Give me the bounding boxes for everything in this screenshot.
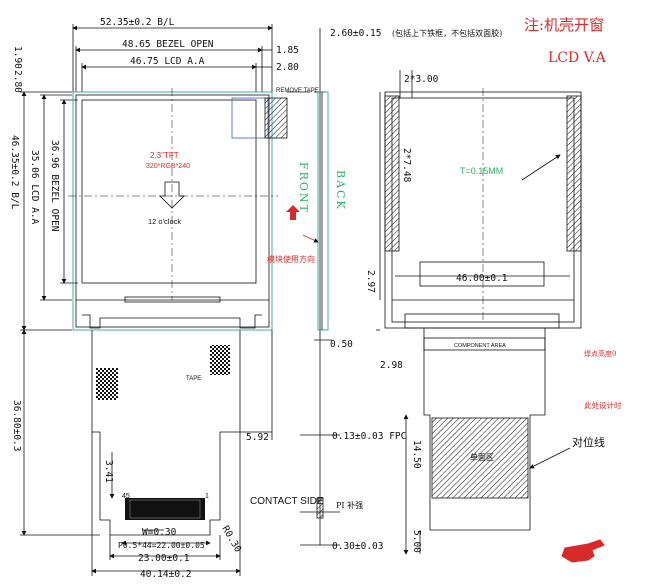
label-contact-side: CONTACT SIDE (250, 496, 324, 507)
label-component-area: COMPONENT AREA (454, 343, 506, 349)
label-tape: TAPE (186, 376, 201, 382)
label-tft: 2.3"TFT (150, 151, 179, 160)
dim-bezel-open-w: 48.65 BEZEL OPEN (122, 39, 214, 50)
note-3: 焊点高度0 (584, 349, 616, 358)
dim-back-297: 2.97 (365, 270, 376, 293)
label-oclock: 12 o'clock (148, 217, 181, 226)
back-view (376, 70, 582, 555)
dim-190-left: 1.90 (12, 46, 23, 69)
label-t-mm: T=0.15MM (460, 166, 503, 176)
dim-w030: W=0.30 (142, 527, 177, 538)
dim-4014: 40.14±0.2 (140, 569, 191, 580)
dim-030b: 0.30±0.03 (332, 541, 383, 552)
dim-back-1450: 14.50 (411, 440, 422, 469)
dim-lcd-aa-h: 35.06 LCD A.A (29, 150, 40, 225)
dim-185: 1.85 (276, 45, 299, 56)
dim-pitch: P0.5*44=22.00±0.05 (118, 541, 205, 550)
label-align-line: 对位线 (572, 435, 605, 449)
note-2: LCD V.A (548, 50, 607, 66)
label-single-area: 单面区 (470, 452, 494, 462)
label-pi: PI 补强 (336, 500, 363, 510)
side-view (286, 28, 340, 546)
dim-back-4600: 46.00±0.1 (456, 273, 508, 284)
pin-45: 45 (122, 493, 130, 500)
dim-back-298: 2.98 (380, 360, 403, 371)
dim-fpc: 0.13±0.03 FPC (332, 431, 406, 442)
dim-back-2x748: 2*7.48 (401, 148, 412, 183)
dim-bezel-open-h: 36.96 BEZEL OPEN (49, 140, 60, 232)
pointing-hand-icon (561, 539, 605, 563)
note-4: 此处设计时 (584, 400, 622, 410)
label-remove-tape: REMOVE TAPE (276, 88, 319, 94)
dim-thickness-note: (包括上下铁框，不包括双面胶) (392, 28, 502, 38)
dim-back-500: 5.00 (411, 530, 422, 553)
label-front: FRONT (297, 162, 310, 214)
pin-1: 1 (205, 493, 209, 500)
label-res: 320*RGB*240 (146, 163, 190, 170)
dim-280-left: 2.80 (12, 70, 23, 93)
dim-280-top: 2.80 (276, 62, 299, 73)
dim-592: 5.92 (246, 432, 269, 443)
label-direction: 模块使用方向 (267, 254, 315, 264)
dim-bl-width: 52.35±0.2 B/L (100, 17, 175, 28)
dim-bl-height: 46.35±0.2 B/L (9, 135, 20, 210)
label-back: BACK (334, 170, 347, 211)
dim-050: 0.50 (330, 339, 353, 350)
dim-thickness: 2.60±0.15 (330, 28, 381, 39)
dim-back-2x300: 2*3.00 (404, 74, 439, 85)
front-view (20, 24, 310, 576)
note-1: 注:机壳开窗 (524, 16, 604, 34)
dim-lcd-aa-w: 46.75 LCD A.A (130, 56, 205, 67)
dim-2300: 23.00±0.1 (138, 553, 190, 564)
dim-total-h: 36.80±0.3 (11, 400, 22, 451)
dim-341: 3.41 (103, 460, 114, 483)
